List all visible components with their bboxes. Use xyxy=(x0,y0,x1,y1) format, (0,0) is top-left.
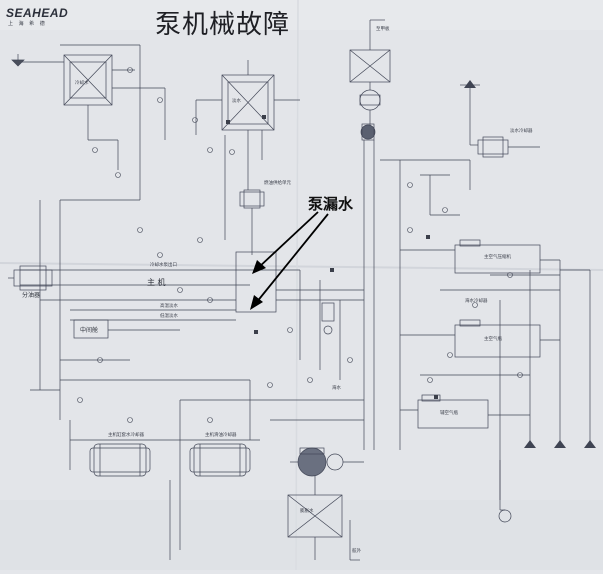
lower-cooler-left xyxy=(89,443,151,477)
service-tank-box xyxy=(73,319,109,339)
bottom-right-pump xyxy=(498,509,512,523)
main-engine-label: 主 机 xyxy=(147,278,166,287)
gauge-markers xyxy=(226,115,438,399)
equip-label-1: 燃油供给单元 xyxy=(264,181,291,186)
page-title: 泵机械故障 xyxy=(155,10,291,40)
leak-callout-arrows xyxy=(250,211,329,310)
engine-side-pump xyxy=(321,302,335,335)
pipe-label-2: 高温淡水 xyxy=(160,304,178,309)
pump-top xyxy=(360,123,376,141)
leak-callout-label: 泵漏水 xyxy=(308,195,354,213)
equip-label-4: 主空气瓶 xyxy=(484,337,502,342)
right-unit-1 xyxy=(454,239,541,274)
right-unit-3 xyxy=(417,394,489,429)
pipe-label-4: 至甲板 xyxy=(376,27,390,32)
pipe-label-1: 冷却水泵出口 xyxy=(150,263,177,268)
valve-symbols xyxy=(77,67,523,423)
service-tank-label: 中间舱 xyxy=(80,327,99,334)
equip-label-5: 辅空气瓶 xyxy=(440,411,458,416)
expansion-tank-center xyxy=(221,74,275,131)
lower-cooler-right xyxy=(189,443,251,477)
engine-pump-block xyxy=(235,251,277,313)
equip-label-2: 淡水冷却器 xyxy=(510,129,533,134)
left-exchanger-label: 分油器 xyxy=(22,292,41,299)
bottom-tank-label: 膨胀水 xyxy=(300,509,314,514)
sea-chest-markers xyxy=(464,80,596,448)
equip-label-8: 主机滑油冷却器 xyxy=(205,433,237,438)
tank-center-label: 淡水 xyxy=(232,99,241,104)
pipe-label-3: 低温淡水 xyxy=(160,314,178,319)
equip-label-6: 海水冷却器 xyxy=(465,299,488,304)
brand-logo-sub: 上 海 希 德 xyxy=(8,21,47,27)
tank-left-label: 冷却水 xyxy=(75,81,89,86)
equip-label-7: 主机缸套水冷却器 xyxy=(108,433,144,438)
pipe-label-6: 舷外 xyxy=(352,549,361,554)
brand-logo: SEAHEAD xyxy=(6,6,69,20)
pipe-label-5: 海水 xyxy=(332,386,341,391)
paper-fold xyxy=(0,262,603,271)
equip-label-3: 主空气压缩机 xyxy=(484,255,511,260)
paper-fold xyxy=(295,0,299,571)
right-unit-2 xyxy=(454,319,541,358)
